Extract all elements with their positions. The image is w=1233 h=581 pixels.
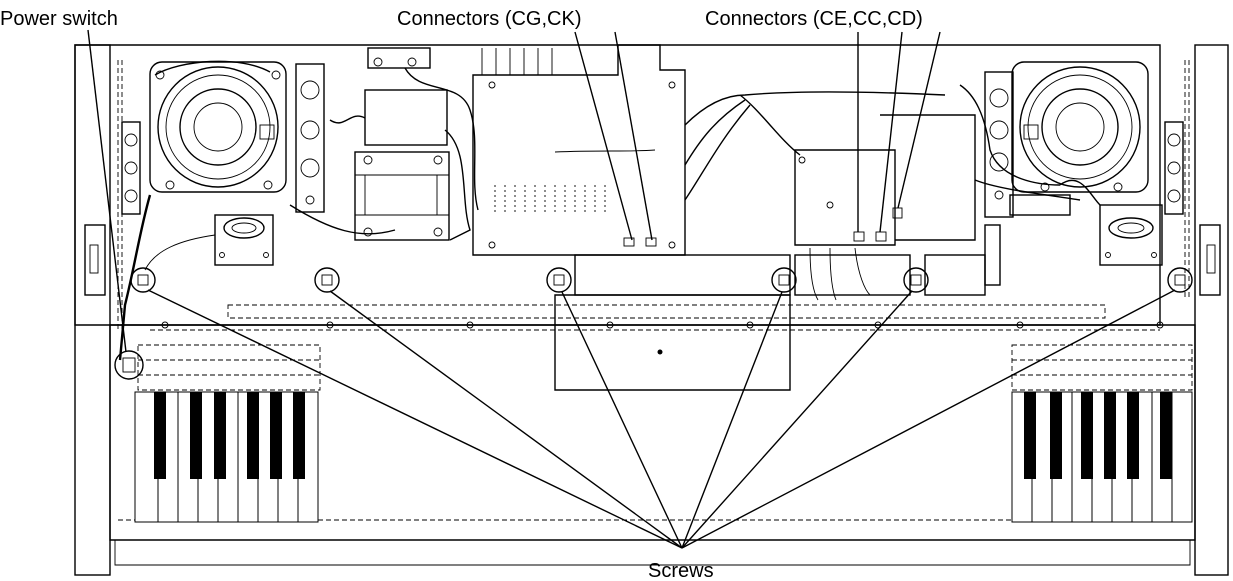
lower-panels: [150, 254, 1160, 391]
leader-lines: [87, 29, 1176, 549]
right-speaker: [1011, 61, 1149, 193]
right-keyboard: [1011, 391, 1193, 523]
right-tweeter: [984, 194, 1163, 286]
power-switch-label: Power switch: [0, 8, 118, 30]
left-keyboard: [134, 391, 319, 523]
connectors-ce-cc-cd-label: Connectors (CE,CC,CD): [705, 8, 923, 30]
left-tweeter: [214, 214, 274, 266]
key-contacts: [137, 344, 1193, 391]
screw-2: [314, 267, 340, 293]
screw-4: [771, 267, 797, 293]
left-vent-strip: [121, 63, 325, 215]
power-switch: [114, 350, 144, 380]
screws-label: Screws: [648, 560, 714, 581]
screw-3: [546, 267, 572, 293]
screw-6: [1167, 267, 1193, 293]
transformer-assembly: [354, 47, 450, 241]
connectors-cg-ck-label: Connectors (CG,CK): [397, 8, 582, 30]
screw-5: [903, 267, 929, 293]
left-speaker: [149, 61, 287, 193]
screw-1: [130, 267, 156, 293]
circled-screws: [114, 267, 1193, 380]
wiring: [118, 60, 1101, 361]
right-vent-strip: [984, 71, 1184, 218]
right-circuit-board: [794, 114, 976, 246]
